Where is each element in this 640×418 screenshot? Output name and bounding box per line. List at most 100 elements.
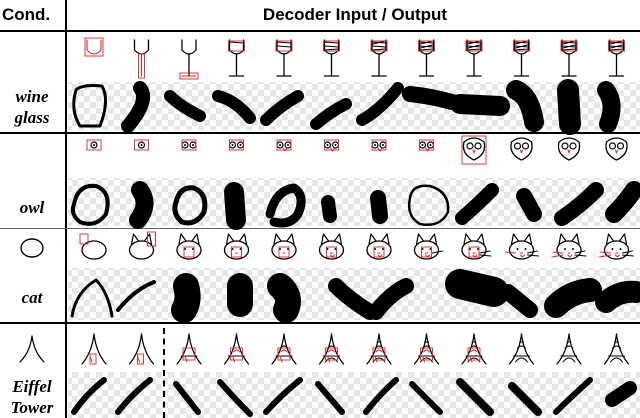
eiffel-output-sketch [217, 379, 253, 417]
highlight-box [230, 347, 243, 361]
owl-output-sketch [321, 195, 337, 223]
eiffel-step-sketch [318, 333, 345, 365]
sketch-stroke [413, 333, 428, 365]
eiffel-output-sketch [173, 381, 201, 415]
eiffel-step-sketch [223, 333, 250, 365]
highlight-box [84, 37, 104, 57]
sketch-stroke [330, 333, 345, 365]
owl-eye [569, 142, 577, 150]
wine-glass-step-sketch [608, 39, 625, 77]
sketch-stroke [70, 278, 114, 318]
cat-output-sketch [445, 269, 509, 307]
sketch-stroke [93, 333, 107, 365]
highlight-box [275, 40, 293, 52]
sketch-stroke [372, 357, 386, 363]
wine-glass-output-sketch [597, 81, 621, 133]
eiffel-output-sketch [553, 377, 593, 415]
sketch-stroke [381, 233, 390, 245]
sketch-stroke [238, 233, 248, 245]
eiffel-output-sketch [456, 378, 494, 416]
sketch-stroke [172, 185, 208, 226]
cat-step-sketch [505, 233, 539, 260]
sketch-stroke [610, 357, 623, 363]
wine-glass-step-sketch [228, 39, 245, 77]
wine-glass-step-sketch [275, 39, 293, 77]
sketch-stroke [599, 254, 611, 258]
owl-pupil [231, 144, 234, 146]
highlight-box [228, 40, 245, 52]
sketch-stroke [422, 345, 431, 349]
sketch-stroke [212, 90, 256, 124]
sketch-stroke [422, 355, 425, 363]
sketch-stroke [571, 233, 580, 245]
highlight-box [419, 139, 434, 151]
sketch-stroke [228, 41, 245, 44]
cat-step-sketch [128, 231, 156, 260]
sketch-stroke [173, 381, 201, 415]
sketch-stroke [267, 273, 301, 323]
wine-glass-step-sketch [179, 39, 199, 80]
sketch-stroke [479, 250, 491, 254]
eiffel-step-sketch [176, 333, 202, 365]
sketch-stroke [615, 149, 618, 154]
cat-step-sketch [461, 233, 492, 260]
wine-glass-output-sketch [212, 90, 256, 124]
sketch-stroke [510, 137, 533, 161]
category-label-eiffel-tower: Eiffel Tower [0, 376, 64, 418]
sketch-stroke [184, 355, 188, 363]
highlight-box [418, 40, 435, 52]
sketch-stroke [562, 357, 576, 363]
dashed-separator [163, 328, 165, 418]
sketch-stroke [618, 233, 628, 245]
sketch-stroke [283, 333, 297, 365]
sketch-stroke [330, 147, 335, 152]
sketch-stroke [516, 188, 542, 222]
circle-sketch-icon [20, 238, 44, 258]
owl-pupil [382, 144, 384, 146]
sketch-stroke [128, 333, 143, 365]
cat-step-sketch [599, 233, 634, 260]
sketch-stroke [508, 382, 542, 416]
highlight-box [370, 40, 388, 52]
sketch-stroke [263, 377, 303, 415]
owl-eye [521, 142, 530, 150]
owl-pupil [239, 144, 242, 146]
cat-eye [231, 248, 234, 250]
sketch-stroke [506, 80, 544, 132]
wine-glass-step-sketch [465, 39, 483, 77]
wine-glass-output-sketch [557, 79, 581, 135]
highlight-box [277, 347, 291, 361]
sketch-stroke [467, 44, 481, 49]
sketch-stroke [561, 48, 577, 51]
category-label-line: owl [19, 198, 45, 217]
sketch-stroke [500, 284, 538, 318]
cat-eye [611, 248, 614, 250]
sketch-stroke [557, 137, 581, 161]
sketch-stroke [232, 355, 235, 363]
sketch-stroke [325, 357, 338, 363]
sketch-stroke [310, 98, 352, 130]
eiffel-step-sketch [556, 333, 582, 365]
sketch-stroke [527, 250, 538, 254]
highlight-box [461, 135, 487, 165]
owl-step-sketch [418, 139, 435, 152]
sketch-stroke [273, 233, 282, 245]
cat-head [603, 240, 630, 260]
owl-output-sketch [224, 182, 246, 230]
owl-full-sketch [605, 137, 628, 161]
row-divider-1 [0, 132, 640, 134]
owl-output-sketch [455, 183, 499, 225]
sketch-stroke [470, 349, 478, 353]
row-divider-2 [0, 228, 640, 229]
highlight-box [465, 40, 483, 52]
owl-pupil [429, 144, 432, 146]
sketch-stroke [70, 183, 110, 226]
sketch-stroke [420, 357, 433, 363]
sketch-stroke [556, 333, 570, 365]
cat-step-sketch [551, 233, 587, 260]
sketch-stroke [116, 280, 156, 312]
sketch-stroke [235, 333, 250, 365]
cat-step-sketch [79, 233, 107, 260]
wine-glass-step-sketch [418, 39, 435, 77]
sketch-stroke [271, 333, 285, 365]
